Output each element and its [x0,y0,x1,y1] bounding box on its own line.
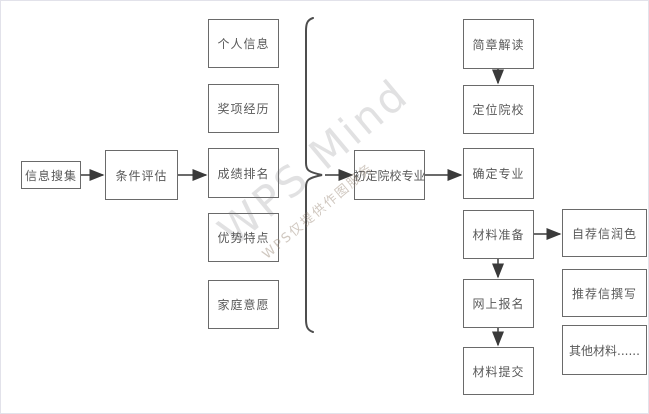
node-self-letter[interactable]: 自荐信润色 [562,209,647,257]
node-online-signup[interactable]: 网上报名 [463,279,534,328]
node-material-submit[interactable]: 材料提交 [463,347,534,395]
node-info-collection[interactable]: 信息搜集 [21,161,81,189]
node-personal-info[interactable]: 个人信息 [208,19,279,68]
node-locate-school[interactable]: 定位院校 [463,85,534,134]
node-award-experience[interactable]: 奖项经历 [208,84,279,133]
node-material-prep[interactable]: 材料准备 [463,210,534,259]
node-recommend-letter[interactable]: 推荐信撰写 [562,269,647,317]
node-family-wish[interactable]: 家庭意愿 [208,280,279,329]
node-initial-school[interactable]: 初定院校专业 [354,150,426,200]
node-brochure-reading[interactable]: 简章解读 [463,19,534,69]
node-confirm-major[interactable]: 确定专业 [463,148,534,199]
node-other-materials[interactable]: 其他材料...... [562,325,647,375]
node-condition-eval[interactable]: 条件评估 [105,150,178,200]
group-brace [305,17,323,333]
node-strengths[interactable]: 优势特点 [208,213,279,262]
node-grade-ranking[interactable]: 成绩排名 [208,148,279,198]
